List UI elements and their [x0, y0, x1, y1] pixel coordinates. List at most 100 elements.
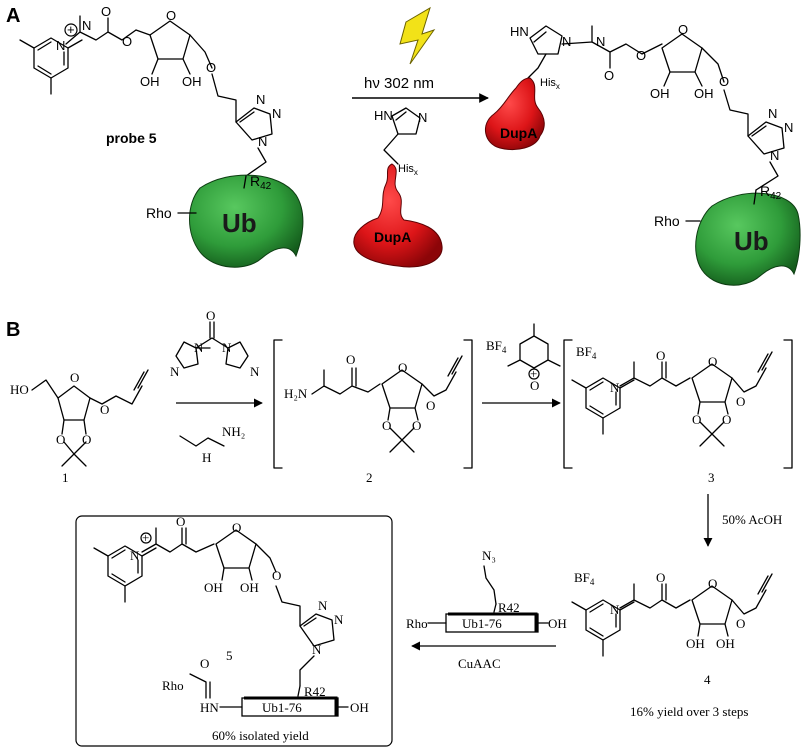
- compound-1: HO O O O O 1: [10, 369, 149, 485]
- compound-4-label: 4: [704, 672, 711, 687]
- svg-text:O: O: [200, 656, 209, 671]
- svg-text:BF4: BF4: [576, 344, 597, 361]
- svg-text:HN: HN: [510, 24, 529, 39]
- svg-text:O: O: [122, 34, 132, 49]
- svg-text:NH₂: NH₂: [222, 424, 245, 439]
- svg-text:N: N: [784, 120, 793, 135]
- ub-azide-reagent: N₃ R42 Ub1-76 Rho OH: [406, 548, 567, 633]
- compound-5: N + O O OH OH O N N N R42 Ub1-76 OH O Rh…: [93, 514, 369, 743]
- dupa-enzyme-right: DupA: [485, 77, 545, 150]
- svg-text:O: O: [101, 4, 111, 19]
- svg-text:O: O: [656, 570, 665, 585]
- svg-text:N: N: [222, 340, 232, 355]
- yield-three-steps: 16% yield over 3 steps: [630, 704, 748, 719]
- svg-text:O: O: [722, 412, 731, 427]
- svg-text:N₃: N₃: [482, 548, 496, 563]
- svg-text:N: N: [610, 380, 620, 395]
- ub-protein-left: Ub Rho R42: [146, 173, 304, 268]
- svg-text:HN: HN: [374, 108, 393, 123]
- panel-a-label: A: [6, 5, 20, 27]
- svg-text:O: O: [736, 616, 745, 631]
- svg-text:OH: OH: [182, 74, 202, 89]
- svg-text:O: O: [678, 22, 688, 37]
- acoh-condition: 50% AcOH: [722, 512, 782, 527]
- dupa-label-right: DupA: [500, 125, 537, 141]
- svg-text:N: N: [596, 34, 605, 49]
- svg-text:N: N: [250, 364, 260, 379]
- svg-text:O: O: [206, 308, 215, 323]
- r42-label-left: R42: [250, 173, 272, 192]
- svg-text:O: O: [82, 432, 91, 447]
- svg-text:H₂N: H₂N: [284, 386, 308, 401]
- svg-text:Ub1-76: Ub1-76: [462, 616, 502, 631]
- svg-text:O: O: [708, 354, 717, 369]
- lightning-bolt-icon: [399, 6, 436, 65]
- svg-text:O: O: [736, 394, 745, 409]
- svg-text:+: +: [142, 530, 149, 545]
- svg-text:Ub1-76: Ub1-76: [262, 700, 302, 715]
- methylhydrazine-reagent: H NH₂: [179, 424, 245, 465]
- compound-3-label: 3: [708, 470, 715, 485]
- svg-text:O: O: [636, 48, 646, 63]
- svg-text:N: N: [312, 642, 322, 657]
- r42-label-right: R42: [760, 183, 782, 202]
- rho-label-left: Rho: [146, 205, 172, 221]
- svg-text:N: N: [610, 602, 620, 617]
- ub-protein-right: Ub Rho R42: [654, 183, 801, 286]
- svg-text:N: N: [258, 134, 267, 149]
- svg-text:N: N: [82, 18, 91, 33]
- svg-text:O: O: [398, 360, 407, 375]
- svg-text:N: N: [318, 598, 328, 613]
- cdi-reagent: O N N N N: [170, 308, 260, 379]
- cuaac-condition: CuAAC: [458, 656, 501, 671]
- svg-text:HN: HN: [200, 700, 219, 715]
- svg-text:OH: OH: [140, 74, 160, 89]
- svg-text:Rho: Rho: [406, 616, 428, 631]
- compound-5-box: [75, 515, 393, 747]
- svg-text:N: N: [562, 34, 571, 49]
- svg-text:N: N: [272, 106, 281, 121]
- light-condition: hν 302 nm: [364, 75, 434, 92]
- svg-text:R42: R42: [304, 684, 326, 699]
- rho-label-right: Rho: [654, 213, 680, 229]
- svg-text:N: N: [194, 340, 204, 355]
- svg-text:N: N: [418, 110, 427, 125]
- dupa-enzyme-middle: HN N Hisx DupA: [353, 107, 443, 268]
- svg-text:OH: OH: [204, 580, 223, 595]
- compound-4: BF4 N O O O OH OH 4 16% yield over 3 ste…: [571, 570, 773, 719]
- svg-text:O: O: [206, 60, 216, 75]
- svg-text:BF4: BF4: [486, 338, 507, 355]
- svg-text:O: O: [346, 352, 355, 367]
- product-structure: HN N N O O O OH OH O N N N Hisx: [510, 22, 793, 191]
- yield-isolated: 60% isolated yield: [212, 728, 309, 743]
- svg-text:O: O: [530, 378, 539, 393]
- svg-text:O: O: [656, 348, 665, 363]
- svg-text:BF4: BF4: [574, 570, 595, 587]
- svg-text:R42: R42: [498, 600, 520, 615]
- compound-5-label: 5: [226, 648, 233, 663]
- svg-text:O: O: [70, 370, 79, 385]
- svg-text:O: O: [176, 514, 185, 529]
- svg-text:N: N: [256, 92, 265, 107]
- svg-text:N: N: [130, 548, 140, 563]
- svg-text:OH: OH: [240, 580, 259, 595]
- svg-text:OH: OH: [694, 86, 714, 101]
- svg-text:O: O: [426, 398, 435, 413]
- probe-5-structure: N + N O O O OH OH O N N N probe 5: [19, 4, 281, 177]
- svg-text:O: O: [692, 412, 701, 427]
- svg-text:N: N: [170, 364, 180, 379]
- svg-text:O: O: [100, 402, 109, 417]
- svg-text:OH: OH: [686, 636, 705, 651]
- svg-text:O: O: [272, 568, 281, 583]
- svg-text:Hisx: Hisx: [398, 163, 418, 177]
- svg-text:O: O: [412, 418, 421, 433]
- svg-text:O: O: [708, 576, 717, 591]
- compound-2-label: 2: [366, 470, 373, 485]
- svg-text:+: +: [67, 22, 75, 37]
- compound-1-label: 1: [62, 470, 69, 485]
- svg-text:HO: HO: [10, 382, 29, 397]
- ub-label-right: Ub: [734, 226, 769, 256]
- plus-charge-icon: [64, 23, 78, 37]
- svg-text:Hisx: Hisx: [540, 77, 560, 91]
- ub-label-left: Ub: [222, 208, 257, 238]
